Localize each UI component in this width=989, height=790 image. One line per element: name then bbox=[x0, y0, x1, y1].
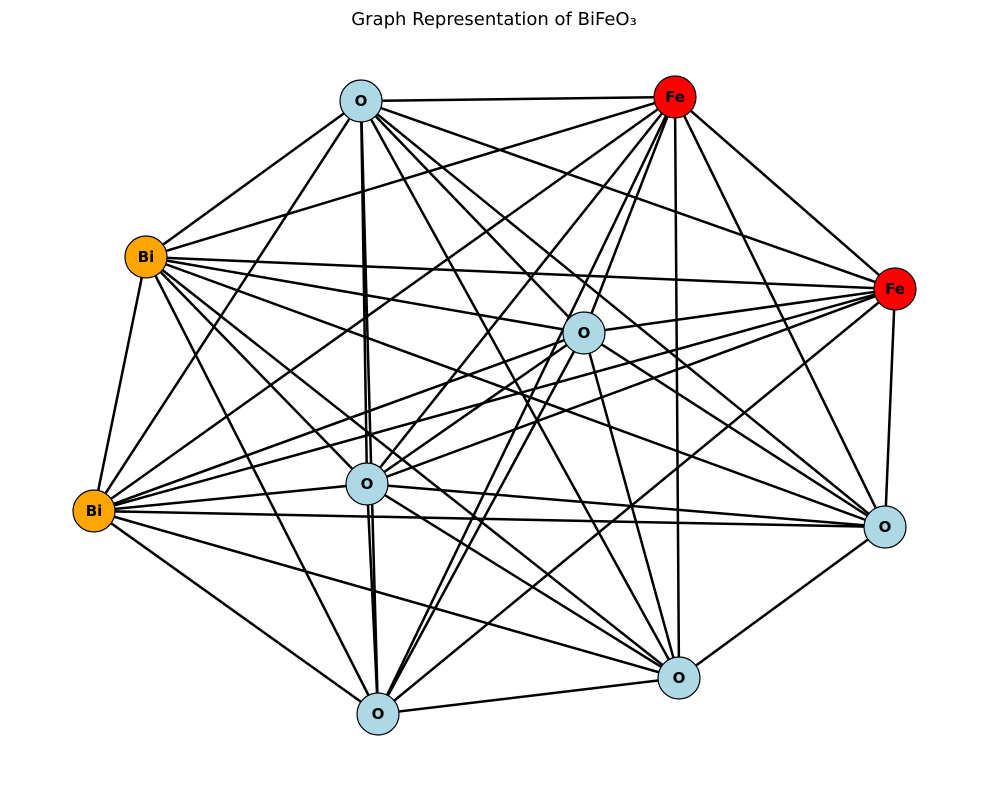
node-label-o3: O bbox=[361, 475, 374, 493]
node-circle-o3 bbox=[345, 462, 389, 506]
edge-o3-o4 bbox=[365, 482, 887, 529]
node-o4: O bbox=[863, 505, 907, 549]
node-circle-o2 bbox=[562, 311, 606, 355]
edge-o1-fe1 bbox=[359, 95, 677, 103]
edge-o2-bi2 bbox=[92, 331, 586, 513]
node-circle-fe1 bbox=[653, 75, 697, 119]
edge-o2-o6 bbox=[376, 331, 586, 716]
node-o6: O bbox=[356, 692, 400, 736]
node-circle-fe2 bbox=[873, 267, 917, 311]
edge-o4-o5 bbox=[677, 525, 887, 680]
edge-fe2-o4 bbox=[883, 287, 897, 529]
diagram-title: Graph Representation of BiFeO₃ bbox=[351, 9, 637, 30]
edge-o1-o6 bbox=[359, 99, 380, 716]
edge-fe1-fe2 bbox=[673, 95, 897, 291]
edge-o1-o4 bbox=[359, 99, 887, 529]
node-label-bi2: Bi bbox=[86, 502, 103, 520]
edge-o1-bi2 bbox=[92, 99, 363, 513]
node-o2: O bbox=[562, 311, 606, 355]
node-bi2: Bi bbox=[72, 489, 116, 533]
edge-fe2-o6 bbox=[376, 287, 897, 716]
edge-fe1-o4 bbox=[673, 95, 887, 529]
edge-fe1-bi2 bbox=[92, 95, 677, 513]
edge-bi1-o2 bbox=[144, 255, 586, 335]
edge-bi2-o4 bbox=[92, 509, 887, 529]
node-o5: O bbox=[657, 656, 701, 700]
edge-bi1-o6 bbox=[144, 255, 380, 716]
node-label-o6: O bbox=[372, 705, 385, 723]
edge-o1-o2 bbox=[359, 99, 586, 335]
edge-fe1-o2 bbox=[582, 95, 677, 335]
edges-layer bbox=[92, 95, 897, 716]
node-circle-o6 bbox=[356, 692, 400, 736]
edge-fe2-o2 bbox=[582, 287, 897, 335]
edge-o1-o5 bbox=[359, 99, 681, 680]
node-label-fe1: Fe bbox=[665, 88, 685, 106]
node-circle-bi2 bbox=[72, 489, 116, 533]
edge-o3-bi2 bbox=[92, 482, 369, 513]
edge-bi2-o6 bbox=[92, 509, 380, 716]
node-circle-o5 bbox=[657, 656, 701, 700]
node-label-o1: O bbox=[355, 92, 368, 110]
edge-bi1-fe2 bbox=[144, 255, 897, 291]
node-label-o2: O bbox=[578, 324, 591, 342]
node-o3: O bbox=[345, 462, 389, 506]
node-bi1: Bi bbox=[124, 235, 168, 279]
edge-fe1-o6 bbox=[376, 95, 677, 716]
edge-bi1-bi2 bbox=[92, 255, 148, 513]
node-label-fe2: Fe bbox=[885, 280, 905, 298]
node-circle-o4 bbox=[863, 505, 907, 549]
edge-bi1-o4 bbox=[144, 255, 887, 529]
edge-o3-o6 bbox=[365, 482, 380, 716]
node-fe2: Fe bbox=[873, 267, 917, 311]
node-circle-bi1 bbox=[124, 235, 168, 279]
edge-fe1-bi1 bbox=[144, 95, 677, 259]
node-fe1: Fe bbox=[653, 75, 697, 119]
node-o1: O bbox=[339, 79, 383, 123]
edge-fe2-bi2 bbox=[92, 287, 897, 513]
edge-o2-o4 bbox=[582, 331, 887, 529]
node-label-bi1: Bi bbox=[138, 248, 155, 266]
node-label-o5: O bbox=[673, 669, 686, 687]
edge-bi2-o5 bbox=[92, 509, 681, 680]
edge-o5-o6 bbox=[376, 676, 681, 716]
node-circle-o1 bbox=[339, 79, 383, 123]
edge-fe1-o5 bbox=[673, 95, 681, 680]
edge-fe2-o3 bbox=[365, 287, 897, 486]
edge-o1-bi1 bbox=[144, 99, 363, 259]
node-label-o4: O bbox=[879, 518, 892, 536]
edge-fe1-o3 bbox=[365, 95, 677, 486]
edge-o2-o3 bbox=[365, 331, 586, 486]
